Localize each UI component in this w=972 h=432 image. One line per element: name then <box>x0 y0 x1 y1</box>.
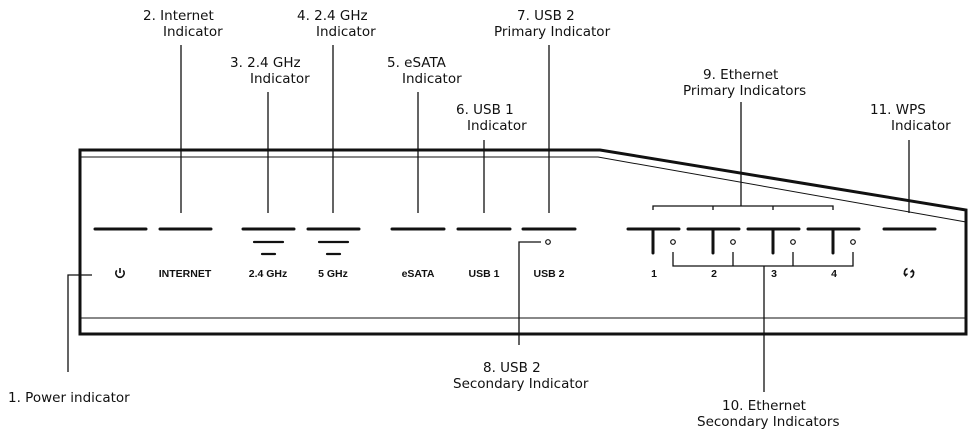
ghz24-callout-line2: Indicator <box>250 71 310 87</box>
ethernet-secondary-bracket <box>672 252 854 267</box>
usb2-primary-callout-line2: Primary Indicator <box>494 24 611 40</box>
ghz24-callout-line1: 3. 2.4 GHz <box>230 55 301 71</box>
port2-label: 2 <box>711 268 717 280</box>
wps-callout-line2: Indicator <box>891 118 951 134</box>
internet-callout-line2: Indicator <box>163 24 223 40</box>
ethernet-port2-primary-led <box>686 227 741 255</box>
ethernet-primary-callout-line1: 9. Ethernet <box>703 67 778 83</box>
ethernet-primary-bracket <box>652 190 834 210</box>
usb2-secondary-led <box>545 239 551 245</box>
port1-label: 1 <box>651 268 657 280</box>
usb1-callout-line1: 6. USB 1 <box>456 102 514 118</box>
esata-callout-line1: 5. eSATA <box>387 55 447 71</box>
usb2-label: USB 2 <box>534 268 565 280</box>
ethernet-port1-secondary-led <box>670 239 676 245</box>
power-leader <box>67 274 92 372</box>
usb2-secondary-callout-line2: Secondary Indicator <box>453 376 589 392</box>
ghz5-label: 5 GHz <box>318 268 348 280</box>
port4-label: 4 <box>831 268 837 280</box>
port3-label: 3 <box>771 268 777 280</box>
esata-callout-line2: Indicator <box>402 71 462 87</box>
internet-callout-line1: 2. Internet <box>143 8 214 24</box>
ghz5-callout-line1: 4. 2.4 GHz <box>297 8 368 24</box>
usb1-label: USB 1 <box>469 268 500 280</box>
ethernet-secondary-callout-line2: Secondary Indicators <box>697 414 839 430</box>
ghz5-callout-line2: Indicator <box>316 24 376 40</box>
ethernet-port2-secondary-led <box>730 239 736 245</box>
power-callout: 1. Power indicator <box>8 390 130 406</box>
ethernet-port4-secondary-led <box>850 239 856 245</box>
esata-label: eSATA <box>402 268 435 280</box>
ethernet-secondary-callout-line1: 10. Ethernet <box>722 398 806 414</box>
wps-callout-line1: 11. WPS <box>870 102 926 118</box>
power-icon <box>115 268 125 279</box>
usb1-callout-line2: Indicator <box>467 118 527 134</box>
ethernet-port3-secondary-led <box>790 239 796 245</box>
ethernet-primary-callout-line2: Primary Indicators <box>683 83 806 99</box>
router-body <box>78 148 968 336</box>
ghz24-label: 2.4 GHz <box>249 268 288 280</box>
ethernet-port4-primary-led <box>806 227 861 255</box>
usb2-primary-callout-line1: 7. USB 2 <box>517 8 575 24</box>
ethernet-port3-primary-led <box>746 227 801 255</box>
internet-label: INTERNET <box>159 268 212 280</box>
ethernet-port1-primary-led <box>626 227 681 255</box>
usb2-secondary-callout-line1: 8. USB 2 <box>483 360 541 376</box>
usb2-secondary-leader <box>518 241 541 345</box>
leader-lines <box>67 45 910 392</box>
wps-icon <box>903 267 915 279</box>
callout-labels: 1. Power indicator 2. Internet Indicator… <box>8 8 951 430</box>
panel-labels: INTERNET 2.4 GHz 5 GHz eSATA USB 1 USB 2… <box>115 267 915 280</box>
led-bars <box>93 227 937 256</box>
